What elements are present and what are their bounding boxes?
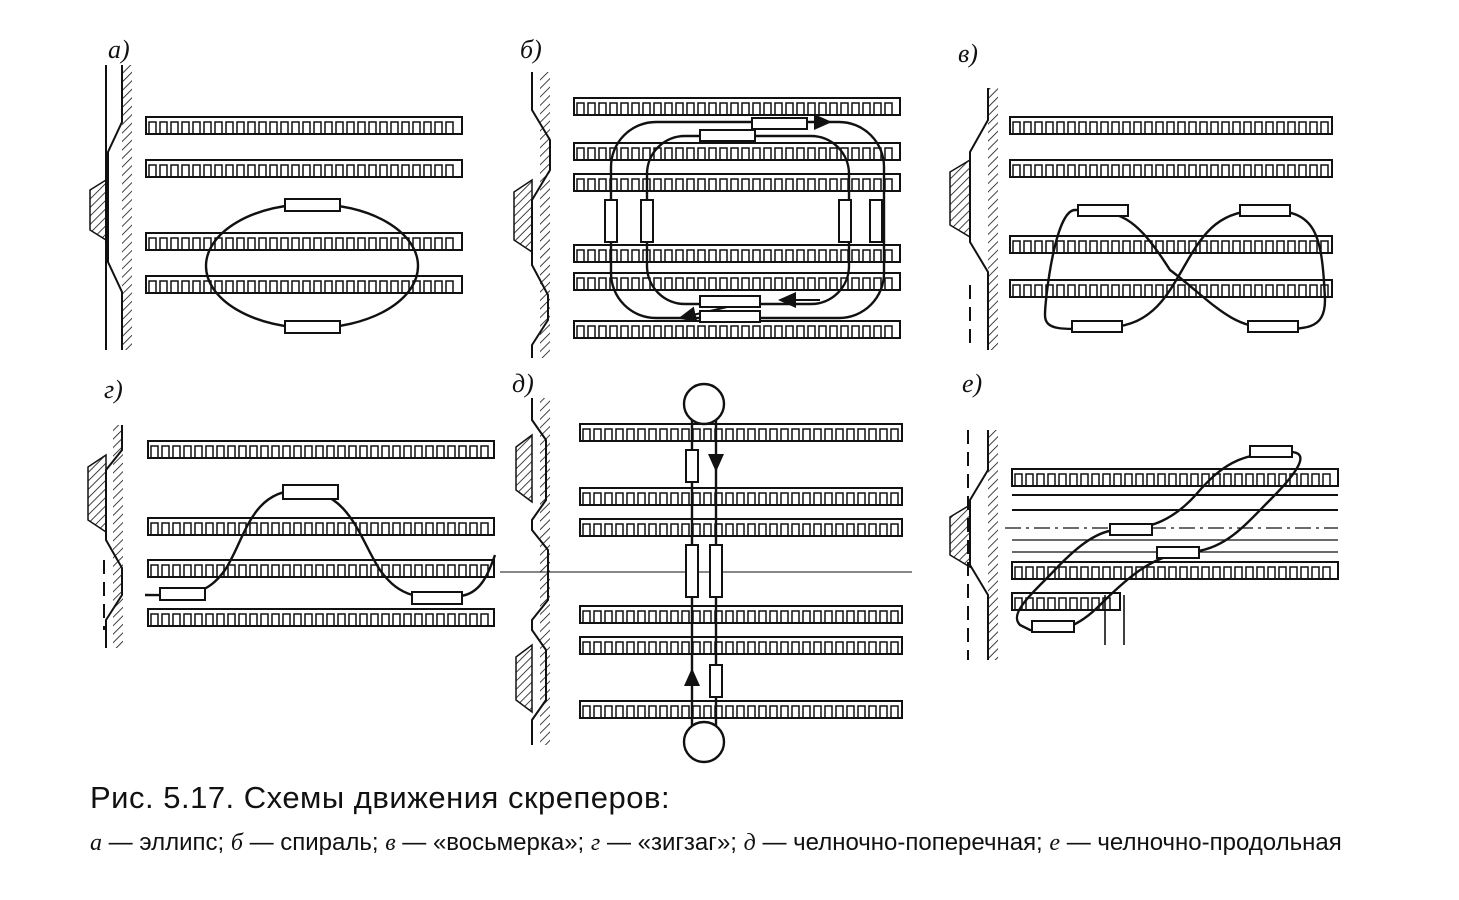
scraper-bucket xyxy=(284,198,341,212)
figure-eight-path xyxy=(1043,208,1327,331)
panel-g: г) xyxy=(87,375,497,648)
scraper-bucket xyxy=(640,199,654,243)
panel-d-label: д) xyxy=(512,369,534,398)
bench-row xyxy=(1009,235,1333,254)
bench-row xyxy=(145,116,463,135)
bench-row xyxy=(579,518,903,537)
scraper-bucket xyxy=(1249,445,1293,458)
wall-a xyxy=(89,65,132,350)
scraper-bucket xyxy=(1247,320,1299,333)
legend-item-v: в — «восьмерка»; xyxy=(385,829,585,856)
panel-g-label: г) xyxy=(104,375,123,404)
scraper-bucket xyxy=(1071,320,1123,333)
figure-caption-title: Рис. 5.17. Схемы движения скреперов: xyxy=(90,780,671,815)
zigzag-path xyxy=(144,488,497,599)
ellipse-path xyxy=(204,202,420,330)
bench-row xyxy=(1011,468,1339,487)
scraper-bucket xyxy=(1077,204,1129,217)
panel-a: а) xyxy=(89,35,463,350)
scraper-bucket xyxy=(1109,523,1153,536)
legend-item-b: б — спираль; xyxy=(230,829,379,856)
scraper-bucket xyxy=(869,199,883,243)
bench-row xyxy=(573,320,901,339)
scraper-bucket xyxy=(709,664,723,698)
bench-row xyxy=(579,487,903,506)
panel-e-label: е) xyxy=(962,369,982,398)
wall-e xyxy=(949,430,998,660)
bench-row xyxy=(147,608,495,627)
panel-v-label: в) xyxy=(958,39,978,68)
bench-row xyxy=(1011,561,1339,580)
legend-item-e: е — челночно-продольная xyxy=(1049,829,1342,856)
legend-item-d: д — челночно-поперечная; xyxy=(743,829,1043,856)
scraper-bucket xyxy=(699,310,761,323)
bench-row xyxy=(579,605,903,624)
bench-row xyxy=(573,173,901,192)
wall-g xyxy=(87,425,123,648)
turnaround-loop xyxy=(682,720,726,764)
scraper-bucket xyxy=(699,129,756,142)
scraper-bucket xyxy=(709,544,723,598)
scraper-bucket xyxy=(751,117,808,130)
bench-row xyxy=(1009,116,1333,135)
scraper-bucket xyxy=(1156,546,1200,559)
figure-caption-legend: а — эллипс; б — спираль; в — «восьмерка»… xyxy=(90,826,1370,860)
panel-b: б) xyxy=(513,35,901,358)
scraper-bucket xyxy=(685,449,699,483)
scraper-bucket xyxy=(1239,204,1291,217)
bench-row xyxy=(145,275,463,294)
bench-row xyxy=(1011,592,1121,611)
panel-b-label: б) xyxy=(520,35,542,64)
scraper-bucket xyxy=(284,320,341,334)
panel-e: е) xyxy=(949,369,1339,660)
legend-item-a: а — эллипс; xyxy=(90,829,225,856)
bench-row xyxy=(145,232,463,251)
bench-row xyxy=(573,272,901,291)
bench-row xyxy=(573,142,901,161)
bench-row xyxy=(147,559,495,578)
bench-row xyxy=(145,159,463,178)
scraper-bucket xyxy=(411,591,463,605)
panel-v: в) xyxy=(949,39,1333,350)
bench-row xyxy=(579,423,903,442)
bench-row xyxy=(579,700,903,719)
legend-item-g: г — «зигзаг»; xyxy=(590,829,737,856)
panel-a-label: а) xyxy=(108,35,130,64)
wall-v xyxy=(949,88,998,350)
scraper-bucket xyxy=(159,587,206,601)
bench-row xyxy=(573,97,901,116)
scraper-bucket xyxy=(699,295,761,308)
panel-d: д) xyxy=(500,369,912,764)
bench-row xyxy=(573,244,901,263)
bench-row xyxy=(147,440,495,459)
scraper-bucket xyxy=(604,199,618,243)
turnaround-loop xyxy=(682,382,726,426)
bench-row xyxy=(147,517,495,536)
bench-row xyxy=(1009,159,1333,178)
wall-b xyxy=(513,72,551,358)
scraper-bucket xyxy=(282,484,339,500)
scraper-bucket xyxy=(685,544,699,598)
bench-row xyxy=(579,636,903,655)
scraper-bucket xyxy=(1031,620,1075,633)
scraper-bucket xyxy=(838,199,852,243)
